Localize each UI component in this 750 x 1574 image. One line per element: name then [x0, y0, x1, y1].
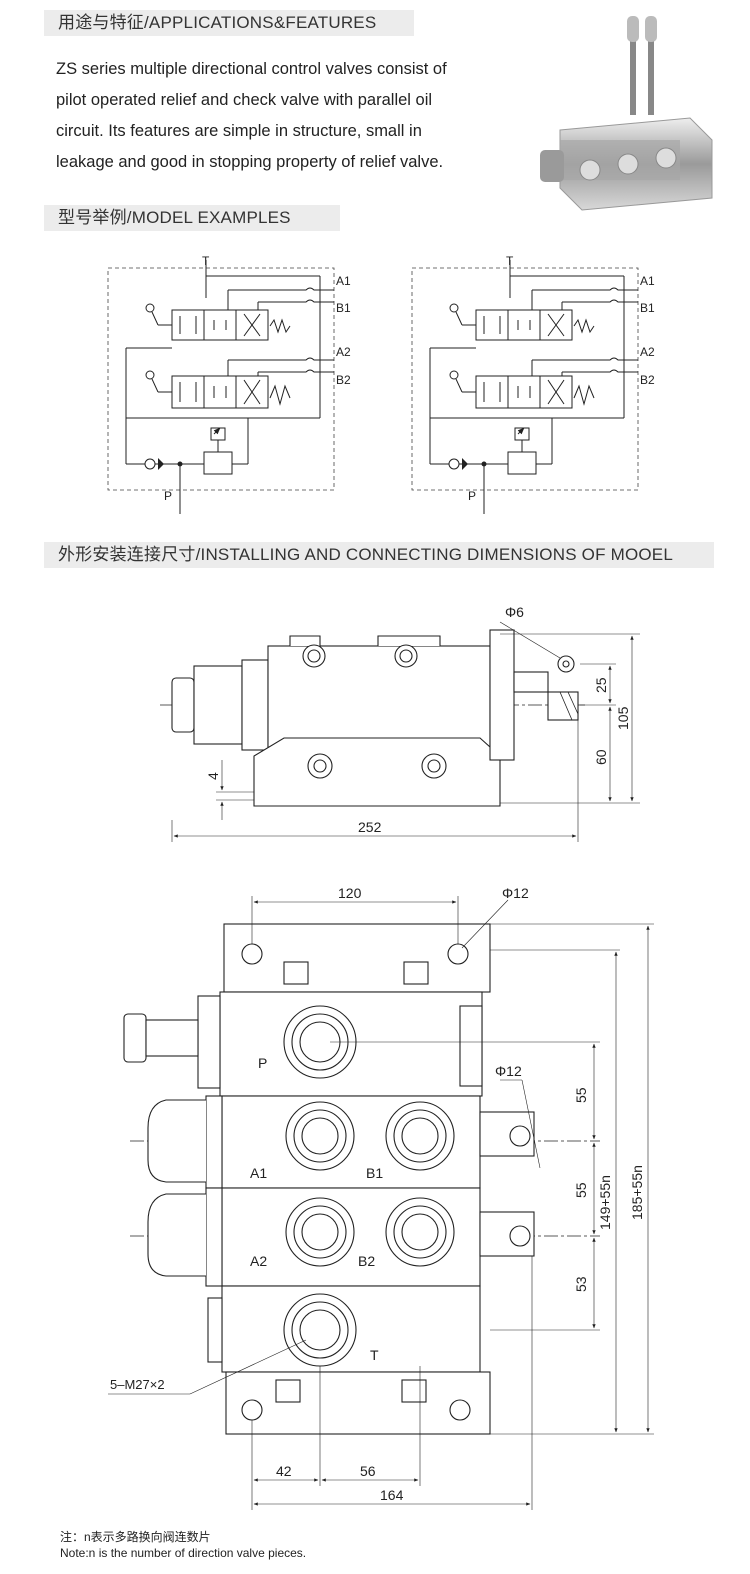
dim-55-lower: 55: [573, 1182, 589, 1198]
note-chinese: 注：n表示多路换向阀连数片: [60, 1530, 211, 1544]
dim-thread: 5–M27×2: [110, 1377, 165, 1392]
schematic-left: T A1 B1 A2 B2 P: [108, 254, 351, 514]
port-b1: B1: [366, 1165, 383, 1181]
port-b2: B2: [358, 1253, 375, 1269]
intro-line: circuit. Its features are simple in stru…: [56, 122, 422, 140]
port-a1: A1: [250, 1165, 267, 1181]
dim-42: 42: [276, 1463, 292, 1479]
dim-149-55n: 149+55n: [597, 1175, 613, 1230]
intro-line: pilot operated relief and check valve wi…: [56, 91, 433, 109]
dim-25: 25: [593, 677, 609, 693]
port-label-a1: A1: [336, 274, 351, 288]
section-header-dimensions: 外形安装连接尺寸/INSTALLING AND CONNECTING DIMEN…: [44, 542, 714, 568]
dim-60: 60: [593, 749, 609, 765]
schematic-right: T A1 B1 A2 B2 P: [412, 254, 655, 514]
port-label-a2: A2: [640, 345, 655, 359]
port-label-b2: B2: [640, 373, 655, 387]
dim-56: 56: [360, 1463, 376, 1479]
intro-line: ZS series multiple directional control v…: [56, 60, 447, 78]
dim-164: 164: [380, 1487, 404, 1503]
note-english: Note:n is the number of direction valve …: [60, 1546, 307, 1560]
valve-product-photo: [540, 16, 713, 211]
dim-120: 120: [338, 885, 362, 901]
port-label-b1: B1: [336, 301, 351, 315]
front-view-drawing: [108, 896, 654, 1510]
port-label-b2: B2: [336, 373, 351, 387]
port-label-p: P: [164, 489, 172, 503]
section-header-model-examples: 型号举例/MODEL EXAMPLES: [44, 205, 340, 231]
port-label-t: T: [506, 254, 514, 268]
port-label-b1: B1: [640, 301, 655, 315]
dim-phi6: Φ6: [505, 604, 524, 620]
dim-phi12-right: Φ12: [495, 1063, 522, 1079]
intro-line: leakage and good in stopping property of…: [56, 153, 444, 171]
port-p: P: [258, 1055, 267, 1071]
side-view-drawing: [160, 621, 640, 842]
intro-paragraph: ZS series multiple directional control v…: [56, 54, 494, 178]
dim-55-upper: 55: [573, 1087, 589, 1103]
dim-phi12-top: Φ12: [502, 885, 529, 901]
port-label-a1: A1: [640, 274, 655, 288]
port-a2: A2: [250, 1253, 267, 1269]
port-label-a2: A2: [336, 345, 351, 359]
dim-105: 105: [615, 706, 631, 730]
section-header-applications: 用途与特征/APPLICATIONS&FEATURES: [44, 10, 414, 36]
port-label-t: T: [202, 254, 210, 268]
dim-185-55n: 185+55n: [629, 1165, 645, 1220]
dim-252: 252: [358, 819, 382, 835]
port-label-p: P: [468, 489, 476, 503]
dim-53: 53: [573, 1276, 589, 1292]
dim-4: 4: [205, 772, 221, 780]
port-t: T: [370, 1347, 379, 1363]
